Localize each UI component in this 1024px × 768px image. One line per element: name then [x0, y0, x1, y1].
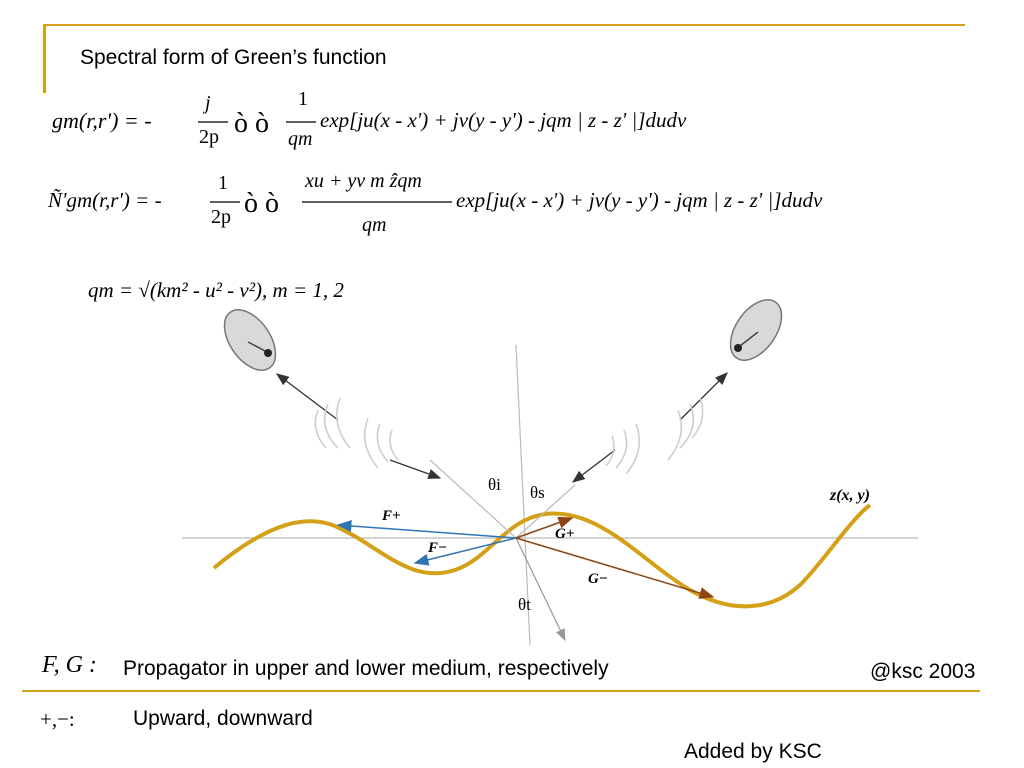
receive-antenna-icon — [729, 299, 783, 361]
surface-function-label: z(x, y) — [829, 487, 870, 504]
theta-t-label: θt — [518, 595, 531, 614]
eq2-frac1-num: 1 — [218, 172, 228, 194]
eq2-integrals: ò ò — [244, 188, 279, 219]
eq1-frac1-den: 2p — [199, 126, 219, 148]
eq1-integrals: ò ò — [234, 108, 269, 139]
g-minus-vector — [515, 537, 715, 599]
plus-minus-description: Upward, downward — [133, 707, 313, 730]
eq1-rhs: exp[ju(x - x') + jv(y - y') - jqm | z - … — [320, 108, 687, 132]
f-minus-label: F− — [427, 540, 447, 556]
transmit-antenna-icon — [223, 309, 277, 371]
f-plus-label: F+ — [381, 508, 401, 524]
eq2-frac1-den: 2p — [211, 206, 231, 228]
eq2-frac2-den: qm — [362, 214, 387, 236]
f-minus-vector — [413, 537, 517, 566]
g-plus-vector — [515, 516, 574, 539]
eq1-lhs: gm(r,r') = - — [52, 108, 152, 133]
incident-wavefront-icon — [314, 397, 399, 469]
fg-description: Propagator in upper and lower medium, re… — [123, 657, 609, 680]
eq1-frac2-den: qm — [288, 128, 313, 150]
eq1-frac2-num: 1 — [298, 88, 308, 110]
theta-i-label: θi — [488, 475, 501, 494]
added-by-note: Added by KSC — [684, 740, 822, 763]
eq2-frac2-num: xu + yv m ẑqm — [305, 170, 422, 192]
scattered-wave-arrow — [679, 372, 728, 421]
f-plus-vector — [336, 519, 517, 539]
copyright-credit: @ksc 2003 — [870, 660, 976, 683]
fg-symbol: F, G : — [42, 652, 97, 678]
transmitted-ray — [515, 537, 566, 642]
plus-minus-symbol: +,−: — [40, 707, 75, 731]
g-minus-label: G− — [588, 571, 608, 587]
incident-wave-arrow — [389, 459, 442, 479]
scattered-wavefront-icon — [605, 397, 704, 475]
scattered-inward-arrow — [571, 449, 616, 483]
incident-ray — [429, 459, 517, 539]
equation-qm: qm = √(km² - u² - v²), m = 1, 2 — [88, 278, 344, 302]
top-rule — [43, 24, 965, 26]
slide-title: Spectral form of Green’s function — [80, 46, 387, 69]
eq2-rhs: exp[ju(x - x') + jv(y - y') - jqm | z - … — [456, 188, 823, 212]
incident-return-arrow — [275, 373, 339, 421]
g-plus-label: G+ — [555, 526, 574, 542]
surface-normal-line — [515, 344, 531, 646]
bottom-rule — [22, 690, 980, 692]
scattered-ray — [515, 484, 576, 539]
title-accent-bar — [43, 26, 46, 93]
theta-s-label: θs — [530, 483, 545, 502]
eq2-lhs: Ñ'gm(r,r') = - — [48, 188, 162, 212]
rough-surface-curve — [212, 503, 872, 609]
eq1-frac1-num: j — [205, 92, 211, 114]
